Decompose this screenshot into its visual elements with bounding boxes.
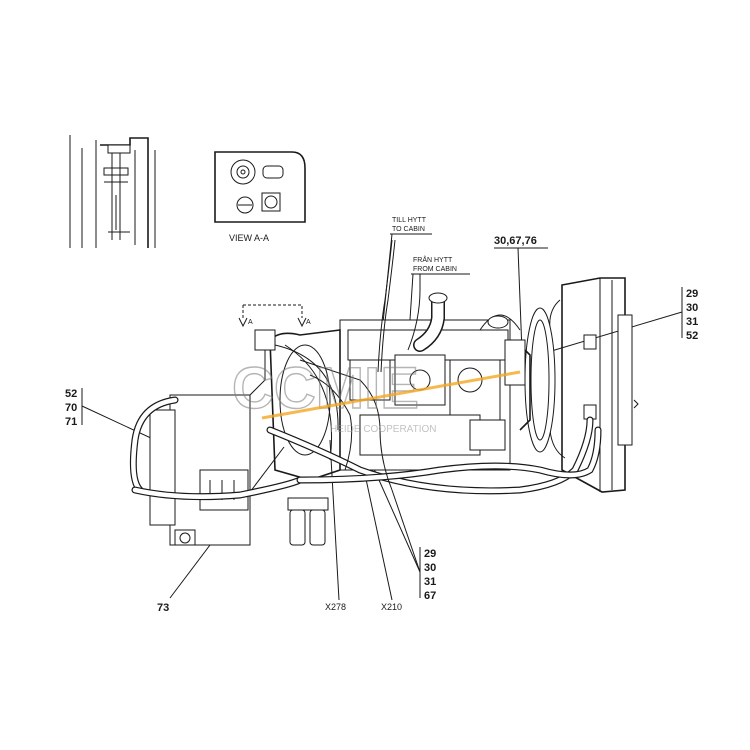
callout-right-4: 52 — [686, 330, 698, 342]
from-cabin-label-line2: FROM CABIN — [413, 266, 457, 273]
callout-left-1: 52 — [65, 388, 77, 400]
callout-right-3: 31 — [686, 316, 698, 328]
from-cabin-label-line1: FRÅN HYTT — [413, 255, 453, 264]
to-cabin-label-line2: TO CABIN — [392, 226, 425, 233]
connector-x278: X278 — [325, 602, 346, 612]
callout-bottom-2: 30 — [424, 562, 436, 574]
to-cabin-label-line1: TILL HYTT — [392, 217, 427, 224]
callout-bottom-4: 67 — [424, 590, 436, 602]
transmission — [149, 329, 276, 546]
callout-73: 73 — [157, 602, 169, 614]
watermark: CCMIE HEIDE COOPERATION — [231, 355, 521, 435]
watermark-text: CCMIE — [232, 356, 419, 421]
fuel-filters — [287, 497, 329, 546]
wiring-harness — [299, 239, 421, 491]
view-a-a-label: VIEW A-A — [229, 233, 269, 243]
engine-block — [339, 314, 531, 471]
radiator — [549, 277, 639, 493]
section-marker-a: A A — [238, 304, 311, 328]
section-marker-a-right: A — [306, 319, 311, 326]
view-a-a-detail — [214, 151, 306, 223]
coolant-hoses — [129, 396, 602, 501]
watermark-subtext: HEIDE COOPERATION — [330, 424, 437, 435]
callout-left-3: 71 — [65, 416, 77, 428]
connector-x210: X210 — [381, 602, 402, 612]
callout-30-67-76: 30,67,76 — [494, 235, 537, 247]
callout-left-2: 70 — [65, 402, 77, 414]
section-marker-a-left: A — [248, 319, 253, 326]
section-detail — [69, 135, 156, 248]
air-intake-pipe — [413, 292, 448, 352]
callout-bottom-3: 31 — [424, 576, 436, 588]
callout-right-2: 30 — [686, 302, 698, 314]
callout-right-1: 29 — [686, 288, 698, 300]
callout-bottom-1: 29 — [424, 548, 436, 560]
